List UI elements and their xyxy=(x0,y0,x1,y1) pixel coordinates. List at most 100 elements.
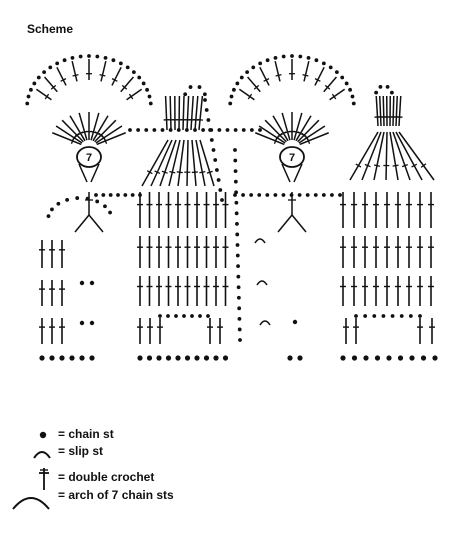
double-crochet-stitch xyxy=(281,112,291,141)
chain-stitch xyxy=(354,314,358,318)
chain-stitch xyxy=(183,92,188,97)
chain-stitch xyxy=(202,92,207,97)
double-crochet-bar xyxy=(99,73,106,77)
chain-stitch xyxy=(408,314,413,318)
double-crochet-stitch xyxy=(35,88,52,101)
chain-stitch xyxy=(363,314,368,318)
chain-stitch xyxy=(69,355,75,361)
double-crochet-stitch xyxy=(94,119,117,143)
double-crochet-bar xyxy=(111,78,118,82)
chain-stitch xyxy=(348,87,352,92)
chain-stitch xyxy=(258,61,263,66)
double-crochet-stitch xyxy=(69,115,86,142)
double-crochet-bar xyxy=(364,163,371,168)
chain-stitch xyxy=(385,84,390,89)
chain-stitch xyxy=(125,65,130,70)
double-crochet-stitch xyxy=(238,88,255,101)
double-crochet-bar xyxy=(128,93,134,100)
double-crochet-bar xyxy=(60,78,67,82)
chain-stitch xyxy=(234,211,239,216)
chain-stitch xyxy=(297,355,303,361)
chain-stitch xyxy=(239,75,244,80)
chain-stitch xyxy=(297,193,302,197)
chain-stitch xyxy=(374,90,379,95)
double-crochet-stitch xyxy=(255,132,285,146)
chain-stitch xyxy=(111,58,116,63)
chain-stitch xyxy=(46,214,51,219)
chain-stitch xyxy=(48,65,53,70)
chain-stitch xyxy=(101,193,106,197)
double-crochet-bar xyxy=(314,78,321,82)
chain-stitch xyxy=(103,55,108,60)
double-crochet-stitch xyxy=(295,115,312,142)
chain-stitch xyxy=(206,118,211,122)
chain-stitch xyxy=(298,54,303,59)
double-crochet-stitch xyxy=(373,131,385,181)
chain-stitch xyxy=(328,65,333,70)
double-crochet-bar xyxy=(373,164,381,167)
double-crochet-stitch xyxy=(90,112,100,141)
chain-stitch xyxy=(399,314,404,318)
double-crochet-stitch xyxy=(329,88,346,101)
double-crochet-bar xyxy=(44,93,50,100)
chain-stitch xyxy=(108,193,113,197)
chain-stitch xyxy=(65,197,70,202)
chain-stitch xyxy=(95,199,100,204)
double-crochet-bar xyxy=(196,118,204,121)
chain-stitch xyxy=(351,101,356,106)
chain-stitch xyxy=(174,314,178,318)
chain-stitch xyxy=(381,314,386,318)
chain-stitch xyxy=(32,81,37,86)
chain-stitch xyxy=(273,55,278,60)
double-crochet-stitch xyxy=(298,125,326,144)
chain-stitch xyxy=(390,314,395,318)
double-crochet-bar xyxy=(154,170,161,175)
chain-stitch xyxy=(235,253,240,258)
double-crochet-stitch xyxy=(52,132,82,146)
double-crochet-stitch xyxy=(299,132,329,146)
chain-stitch xyxy=(218,188,223,192)
double-crochet-stitch xyxy=(392,95,395,127)
chain-stitch xyxy=(432,355,438,361)
chain-stitch xyxy=(251,65,256,70)
chain-stitch xyxy=(235,232,240,237)
chain-stitch xyxy=(50,207,54,212)
chain-stitch xyxy=(94,193,98,197)
chain-stitch xyxy=(233,169,238,174)
scheme-title: Scheme xyxy=(27,22,74,36)
double-crochet-bar xyxy=(263,78,270,82)
double-crochet-stitch xyxy=(392,131,411,181)
chain-stitch xyxy=(232,87,236,92)
chain-stitch xyxy=(220,198,224,202)
chain-stitch xyxy=(338,193,342,197)
chain-stitch xyxy=(245,70,250,75)
ring-tail xyxy=(293,163,303,183)
chain-stitch xyxy=(217,128,222,132)
chain-stitch xyxy=(236,285,241,290)
slip-stitch xyxy=(259,320,271,326)
chain-stitch xyxy=(145,87,149,92)
double-crochet-stitch xyxy=(92,115,109,142)
ring-label-left: 7 xyxy=(86,152,92,164)
stem-branch xyxy=(74,214,90,233)
double-crochet-stitch xyxy=(169,95,172,131)
double-crochet-stitch xyxy=(182,95,185,131)
chain-stitch xyxy=(236,274,241,279)
ring-tail xyxy=(281,163,291,183)
double-crochet-stitch xyxy=(164,95,168,131)
chain-stitch xyxy=(166,314,170,318)
ring-7-chain xyxy=(279,146,305,168)
chain-stitch xyxy=(213,158,218,162)
chain-stitch xyxy=(372,314,377,318)
chain-stitch xyxy=(29,87,33,92)
chain-stitch xyxy=(103,204,107,209)
double-crochet-stitch xyxy=(199,139,215,187)
double-crochet-bar xyxy=(103,137,108,144)
ring-tail xyxy=(90,163,100,183)
chain-stitch xyxy=(201,128,206,132)
chain-stitch xyxy=(194,355,200,361)
chain-stitch xyxy=(148,101,153,106)
double-crochet-stitch xyxy=(314,66,325,86)
double-crochet-bar xyxy=(247,93,253,100)
chain-stitch xyxy=(249,193,254,197)
